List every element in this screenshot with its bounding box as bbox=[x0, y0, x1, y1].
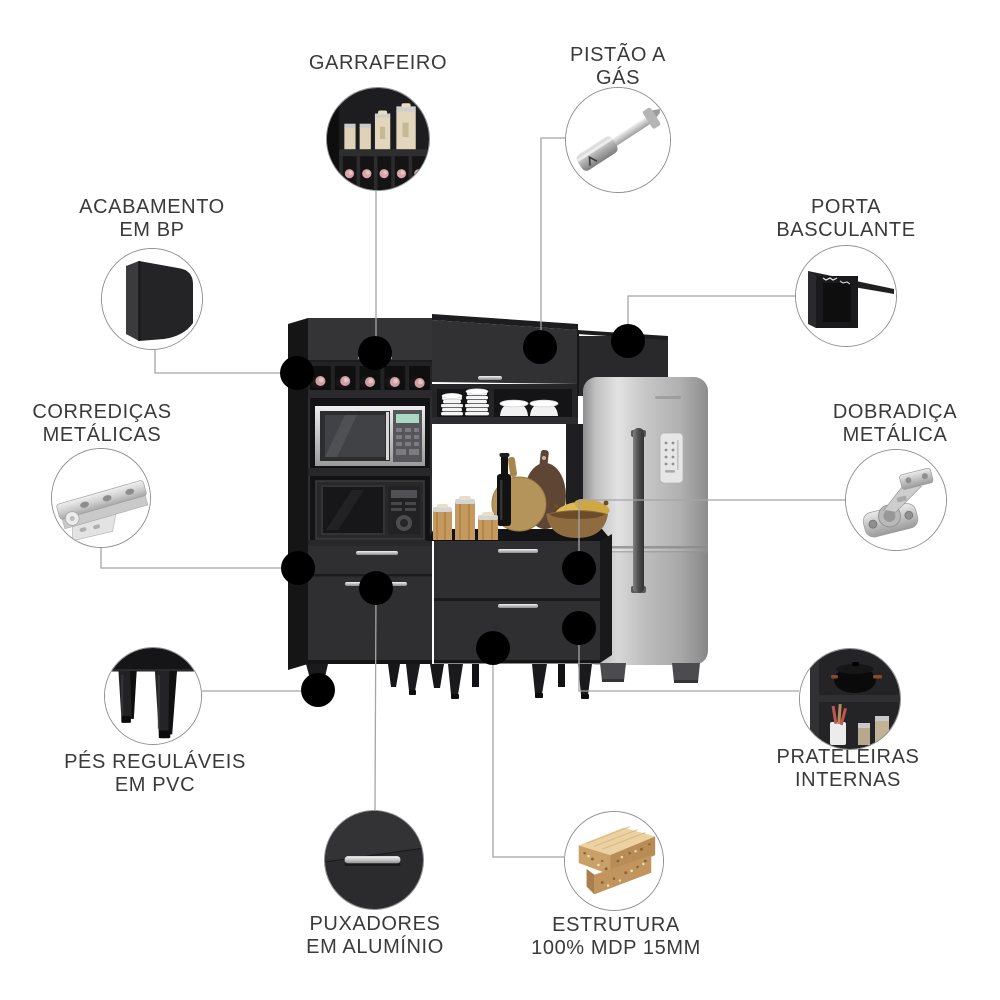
aluminum-handle-icon bbox=[324, 810, 424, 910]
gas-piston-icon bbox=[565, 87, 671, 193]
wine-rack bbox=[308, 362, 432, 398]
feature-label-garrafeiro: GARRAFEIRO bbox=[309, 52, 447, 75]
connector-estrutura bbox=[492, 648, 564, 858]
dot-pistao bbox=[523, 330, 557, 364]
counter-decor bbox=[433, 449, 610, 540]
dot-pes bbox=[301, 673, 335, 707]
label-line: INTERNAS bbox=[795, 769, 901, 791]
dot-estrutura bbox=[476, 631, 510, 665]
dot-corredicas bbox=[281, 551, 315, 585]
connector-puxadores bbox=[374, 587, 377, 811]
dot-acabamento bbox=[280, 356, 314, 390]
bottle-rack-icon bbox=[326, 87, 430, 191]
fridge-handle bbox=[633, 428, 644, 593]
label-line: EM BP bbox=[119, 219, 185, 241]
label-line: PRATELEIRAS bbox=[776, 746, 920, 768]
microwave-black bbox=[315, 480, 425, 540]
feature-label-prateleiras-internas: PRATELEIRAS INTERNAS bbox=[777, 746, 920, 792]
feature-label-estrutura: ESTRUTURA 100% MDP 15MM bbox=[531, 914, 701, 960]
dot-dobradica bbox=[562, 551, 596, 585]
bp-finish-icon bbox=[101, 248, 203, 350]
label-line: METÁLICAS bbox=[42, 424, 162, 446]
label-line: PÉS REGULÁVEIS bbox=[64, 751, 246, 773]
connector-prateleiras bbox=[578, 628, 799, 692]
refrigerator bbox=[583, 377, 708, 683]
label-line: DOBRADIÇA bbox=[832, 401, 958, 423]
connector-pistao bbox=[540, 137, 566, 347]
label-line: METÁLICA bbox=[842, 424, 948, 446]
tall-cabinet bbox=[288, 318, 444, 695]
mdp-board-icon bbox=[564, 811, 664, 911]
feature-label-corredicas-metalicas: CORREDIÇAS METÁLICAS bbox=[32, 401, 171, 447]
label-line: EM ALUMÍNIO bbox=[306, 936, 444, 958]
label-line: GÁS bbox=[595, 67, 641, 89]
metal-hinge-icon bbox=[845, 449, 947, 551]
wood-canisters bbox=[433, 496, 498, 540]
adjustable-feet-icon bbox=[104, 647, 202, 745]
dot-garrafeiro bbox=[358, 336, 392, 370]
connector-acabamento bbox=[154, 349, 297, 374]
fridge-control-panel bbox=[659, 432, 684, 484]
connector-porta bbox=[627, 295, 795, 341]
label-line: 100% MDP 15MM bbox=[531, 937, 701, 959]
dot-prateleiras bbox=[562, 611, 596, 645]
label-line: BASCULANTE bbox=[776, 219, 916, 241]
counter-legs bbox=[448, 664, 592, 699]
label-line: PISTÃO A bbox=[570, 44, 666, 66]
feature-label-pistao-a-gas: PISTÃO A GÁS bbox=[570, 44, 666, 90]
connector-dobradica bbox=[578, 499, 845, 568]
feature-label-dobradica-metalica: DOBRADIÇA METÁLICA bbox=[833, 401, 957, 447]
label-line: PUXADORES bbox=[309, 913, 441, 935]
feature-label-puxadores: PUXADORES EM ALUMÍNIO bbox=[306, 913, 444, 959]
plate-stacks bbox=[441, 388, 489, 416]
feature-label-porta-basculante: PORTA BASCULANTE bbox=[776, 196, 915, 242]
banana-bowl bbox=[546, 498, 610, 538]
feature-label-acabamento-em-bp: ACABAMENTO EM BP bbox=[79, 196, 225, 242]
microwave-stainless bbox=[315, 406, 425, 466]
flip-up-door-icon bbox=[795, 245, 897, 347]
connector-lines bbox=[100, 137, 845, 858]
metal-slide-icon bbox=[51, 448, 151, 548]
label-line: PORTA bbox=[810, 196, 882, 218]
bridge-cabinet bbox=[432, 314, 578, 424]
label-line: ESTRUTURA bbox=[552, 914, 680, 936]
label-line: CORREDIÇAS bbox=[32, 401, 172, 423]
label-line: ACABAMENTO bbox=[79, 196, 225, 218]
label-line: EM PVC bbox=[114, 774, 196, 796]
label-line: GARRAFEIRO bbox=[308, 52, 448, 74]
feature-label-pes-regulaveis: PÉS REGULÁVEIS EM PVC bbox=[64, 751, 246, 797]
internal-shelves-icon bbox=[799, 648, 901, 750]
connector-corredicas bbox=[100, 548, 298, 569]
bowls bbox=[499, 399, 559, 416]
connector-dots bbox=[280, 324, 645, 707]
dot-puxadores bbox=[359, 571, 393, 605]
dot-porta bbox=[611, 324, 645, 358]
